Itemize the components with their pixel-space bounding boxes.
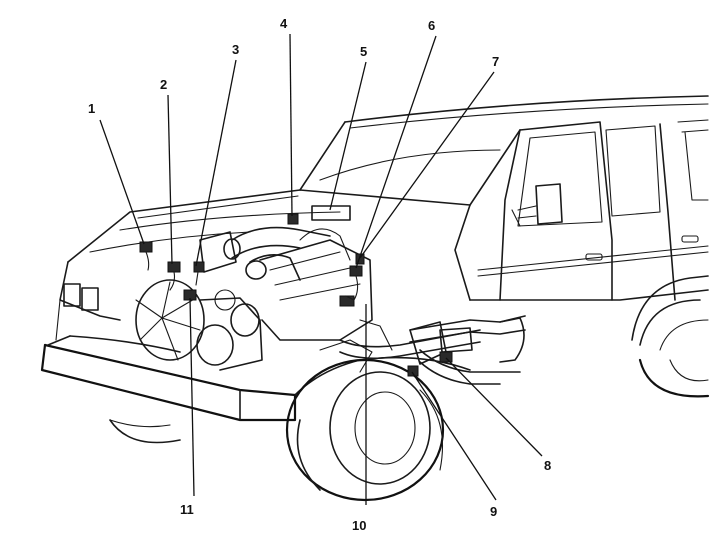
engine-bay [135,226,526,385]
leader-line-11 [189,297,195,497]
callout-2: 2 [160,77,167,92]
leader-line-9 [411,371,497,501]
leader-line-1 [99,119,145,245]
callout-labels: 1 2 3 4 5 6 7 8 9 10 11 [88,16,551,533]
callout-10: 10 [352,518,366,533]
callout-5: 5 [360,44,367,59]
component-10-marker [339,295,355,307]
leader-line-5 [329,61,367,211]
component-1-marker [139,241,153,253]
callout-9: 9 [490,504,497,519]
leader-line-2 [167,94,173,265]
leader-line-7 [359,71,495,259]
front-end [40,261,471,502]
leader-line-8 [445,357,543,457]
component-8-marker [439,351,453,363]
callout-7: 7 [492,54,499,69]
callout-leaders [99,33,543,505]
callout-11: 11 [180,502,194,517]
component-4-marker [287,213,299,225]
vehicle-body [67,95,710,398]
leader-line-6 [355,35,437,269]
component-2-marker [167,261,181,273]
leader-line-3 [195,59,237,267]
component-3-marker [193,261,205,273]
component-7-marker [355,253,365,265]
callout-1: 1 [88,101,95,116]
sensor-components [139,205,453,377]
leader-line-4 [289,33,293,217]
callout-6: 6 [428,18,435,33]
callout-8: 8 [544,458,551,473]
callout-3: 3 [232,42,239,57]
callout-4: 4 [280,16,288,31]
component-9-marker [407,365,419,377]
